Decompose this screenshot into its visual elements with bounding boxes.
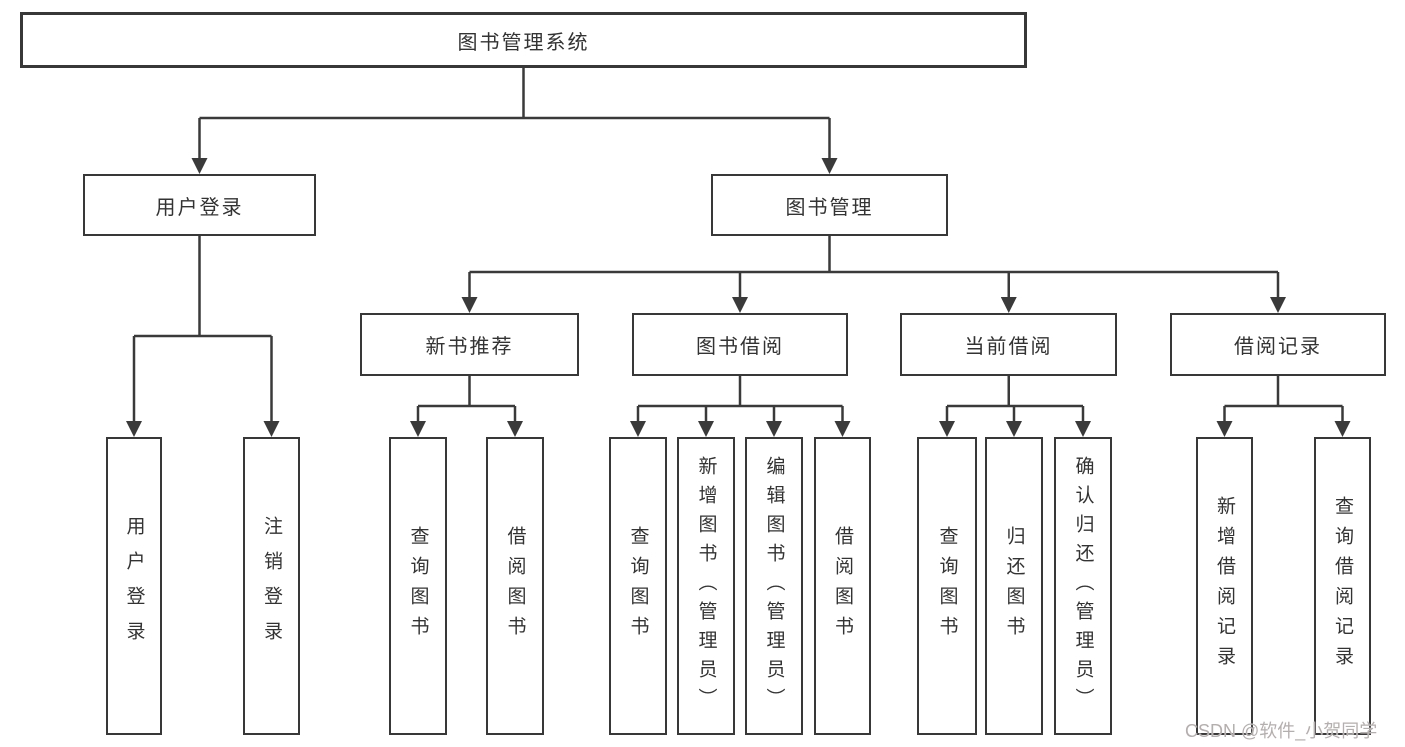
node-bb-add-books-admin-label: 新增图书（管理员） xyxy=(695,455,717,717)
node-bb-query-books: 查询图书 xyxy=(609,437,667,735)
node-new-book-recommend-label: 新书推荐 xyxy=(425,336,514,358)
csdn-watermark: CSDN @软件_小贺同学 xyxy=(1185,721,1378,741)
node-user-login: 用户登录 xyxy=(83,174,316,236)
node-br-query-record: 查询借阅记录 xyxy=(1314,437,1371,735)
node-nb-query-books-label: 查询图书 xyxy=(407,526,429,646)
node-leaf-user-login: 用户登录 xyxy=(106,437,162,735)
node-cb-return-books-label: 归还图书 xyxy=(1003,526,1025,646)
node-leaf-logout-label: 注销登录 xyxy=(261,516,282,656)
node-bb-borrow-books-label: 借阅图书 xyxy=(832,526,853,646)
node-bb-edit-books-admin: 编辑图书（管理员） xyxy=(745,437,803,735)
node-br-add-record: 新增借阅记录 xyxy=(1196,437,1253,735)
node-br-add-record-label: 新增借阅记录 xyxy=(1214,496,1235,676)
node-nb-borrow-books: 借阅图书 xyxy=(486,437,544,735)
node-nb-query-books: 查询图书 xyxy=(389,437,447,735)
node-current-borrowing: 当前借阅 xyxy=(900,313,1117,376)
node-borrowing-records: 借阅记录 xyxy=(1170,313,1386,376)
node-bb-edit-books-admin-label: 编辑图书（管理员） xyxy=(763,455,785,717)
node-new-book-recommend: 新书推荐 xyxy=(360,313,579,376)
node-leaf-user-login-label: 用户登录 xyxy=(123,516,145,656)
node-bb-query-books-label: 查询图书 xyxy=(627,526,649,646)
node-book-borrowing: 图书借阅 xyxy=(632,313,848,376)
node-book-borrowing-label: 图书借阅 xyxy=(696,336,784,358)
node-cb-query-books: 查询图书 xyxy=(917,437,977,735)
node-bb-add-books-admin: 新增图书（管理员） xyxy=(677,437,735,735)
node-borrowing-records-label: 借阅记录 xyxy=(1234,336,1322,358)
node-cb-return-books: 归还图书 xyxy=(985,437,1043,735)
node-root: 图书管理系统 xyxy=(20,12,1027,68)
node-current-borrowing-label: 当前借阅 xyxy=(964,336,1053,358)
node-nb-borrow-books-label: 借阅图书 xyxy=(504,526,526,646)
node-br-query-record-label: 查询借阅记录 xyxy=(1332,496,1353,676)
node-leaf-logout: 注销登录 xyxy=(243,437,300,735)
node-cb-query-books-label: 查询图书 xyxy=(936,526,958,646)
node-bb-borrow-books: 借阅图书 xyxy=(814,437,871,735)
node-book-management: 图书管理 xyxy=(711,174,948,236)
node-cb-confirm-return-admin: 确认归还（管理员） xyxy=(1054,437,1112,735)
node-root-label: 图书管理系统 xyxy=(457,31,590,54)
node-cb-confirm-return-admin-label: 确认归还（管理员） xyxy=(1072,455,1094,717)
node-book-management-label: 图书管理 xyxy=(785,196,874,219)
node-user-login-label: 用户登录 xyxy=(155,196,244,219)
